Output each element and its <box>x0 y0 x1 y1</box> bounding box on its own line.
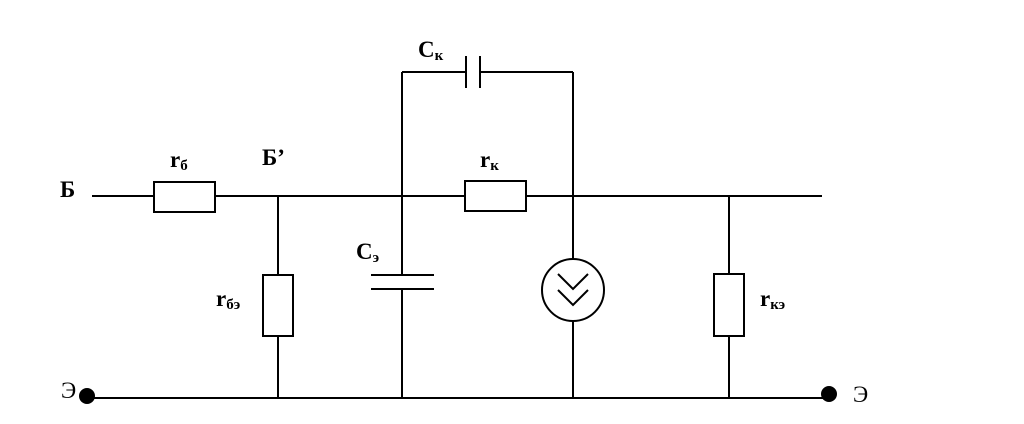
label-rke: rкэ <box>760 286 785 313</box>
label-rb: rб <box>170 147 188 174</box>
label-node-b: Б <box>60 177 75 202</box>
label-ck: Cк <box>418 37 444 64</box>
resistor-rke <box>713 273 745 337</box>
terminal-e-right <box>821 386 837 402</box>
current-source <box>541 258 605 322</box>
resistor-rb <box>153 181 216 213</box>
capacitor-ce <box>371 274 434 290</box>
terminal-e-left <box>79 388 95 404</box>
label-rk: rк <box>480 147 499 174</box>
label-node-e-right: Э <box>853 382 868 407</box>
label-rbe: rбэ <box>216 286 240 313</box>
label-node-b-prime: Б’ <box>262 145 285 170</box>
label-node-e-left: Э <box>61 378 76 403</box>
resistor-rk <box>464 180 527 212</box>
label-ce: Cэ <box>356 239 379 266</box>
wires <box>87 71 830 399</box>
resistor-rbe <box>262 274 294 337</box>
capacitor-ck <box>465 56 481 88</box>
